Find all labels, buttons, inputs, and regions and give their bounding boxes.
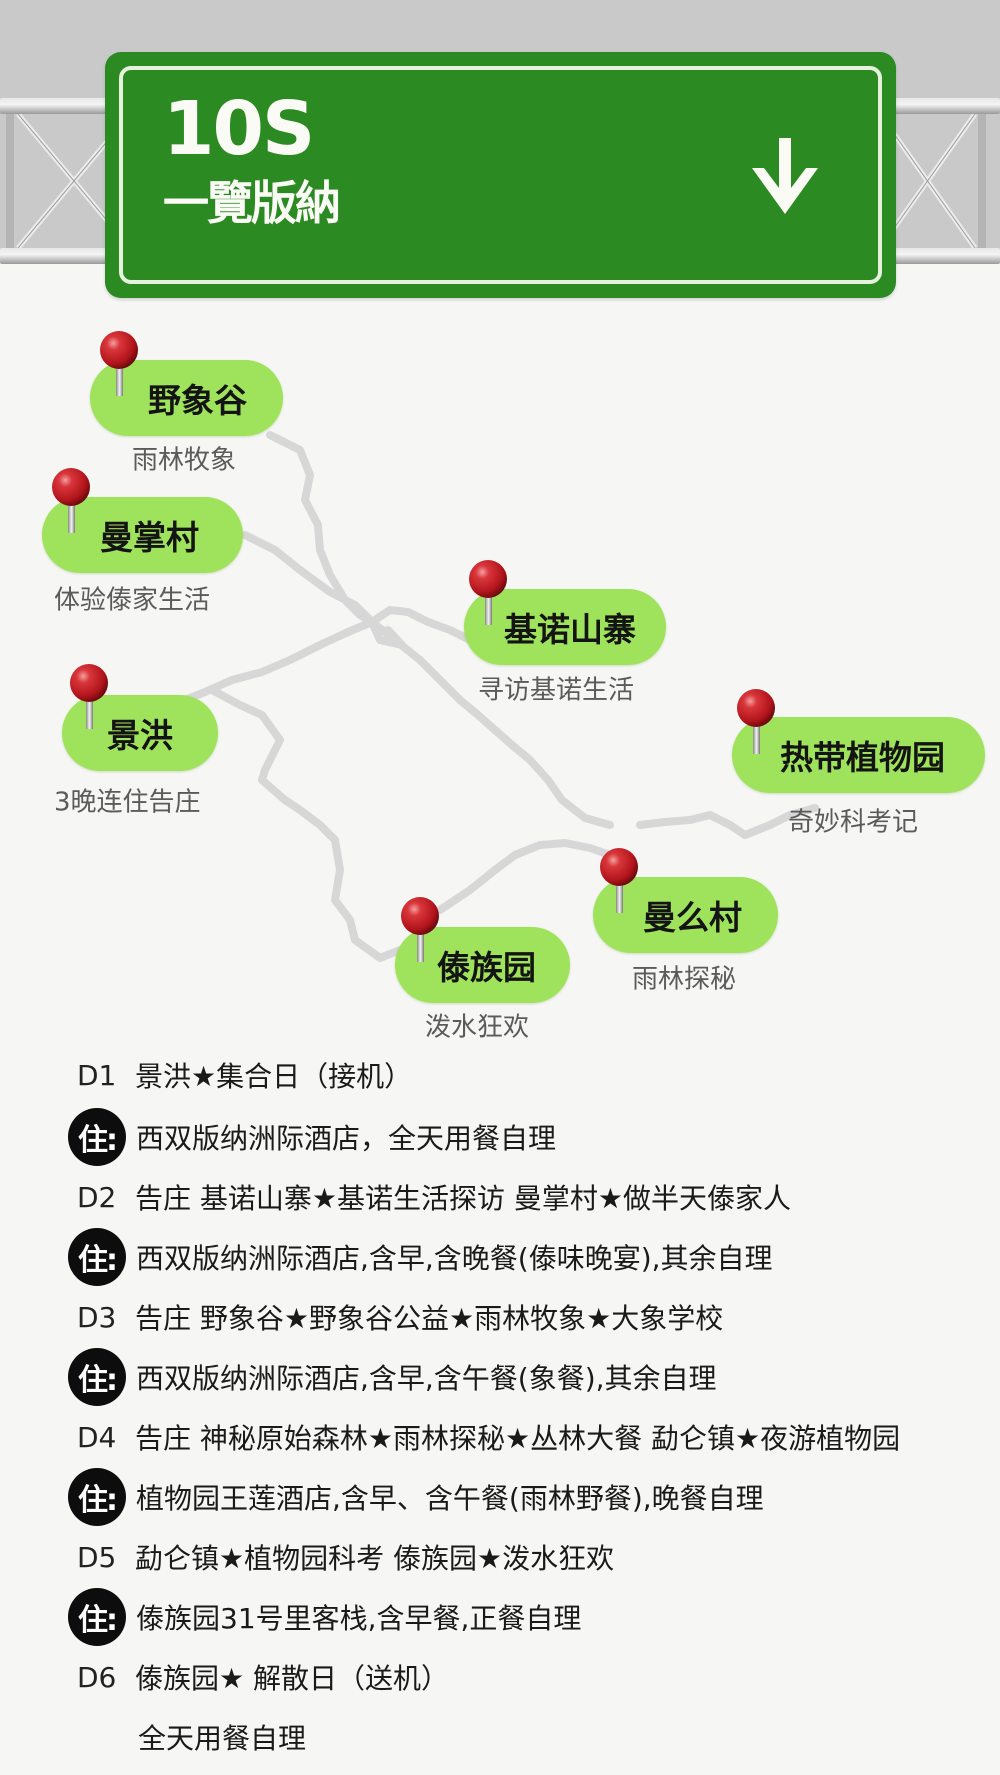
itinerary-stay-4: 住: 植物园王莲酒店,含早、含午餐(雨林野餐),晚餐自理 [0, 1467, 764, 1527]
location-subtitle: 3晚连住告庄 [54, 787, 201, 818]
map-location-redaizhiwuyuan[interactable]: 热带植物园 [732, 717, 985, 793]
itinerary-stay-1: 住: 西双版纳洲际酒店，全天用餐自理 [0, 1107, 556, 1167]
itinerary-day-5: D5 勐仑镇★植物园科考 傣族园★泼水狂欢 [0, 1527, 614, 1587]
day-label: D3 [77, 1300, 117, 1334]
sign-subtitle: 一覽版納 [163, 176, 341, 230]
arrow-down-icon [752, 138, 818, 214]
location-name: 基诺山寨 [504, 610, 636, 649]
route-map [0, 300, 1000, 1060]
location-name: 野象谷 [148, 381, 247, 420]
truss-rail-top [880, 98, 1000, 114]
map-location-manmecun[interactable]: 曼么村 [593, 877, 778, 953]
itinerary-stay-5: 住: 傣族园31号里客栈,含早餐,正餐自理 [0, 1587, 581, 1647]
map-pin-icon [401, 897, 439, 962]
map-location-daizuyuan[interactable]: 傣族园 [395, 927, 570, 1003]
truss-left [0, 98, 130, 264]
location-subtitle: 泼水狂欢 [425, 1012, 530, 1043]
itinerary-stay-2: 住: 西双版纳洲际酒店,含早,含晚餐(傣味晚宴),其余自理 [0, 1227, 773, 1287]
stay-details: 植物园王莲酒店,含早、含午餐(雨林野餐),晚餐自理 [136, 1482, 764, 1515]
stay-badge: 住: [68, 1228, 126, 1286]
day-activities: 勐仑镇★植物园科考 傣族园★泼水狂欢 [135, 1542, 615, 1575]
sign-title: 10S [163, 86, 315, 172]
stay-details: 西双版纳洲际酒店,含早,含晚餐(傣味晚宴),其余自理 [136, 1242, 773, 1275]
day-activities: 告庄 神秘原始森林★雨林探秘★丛林大餐 勐仑镇★夜游植物园 [135, 1422, 901, 1455]
truss-rail-bottom [0, 248, 130, 264]
map-pin-icon [469, 560, 507, 625]
stay-badge: 住: [68, 1348, 126, 1406]
location-subtitle: 体验傣家生活 [54, 585, 211, 616]
stay-details: 西双版纳洲际酒店，全天用餐自理 [136, 1122, 557, 1155]
day-label: D2 [77, 1180, 117, 1214]
map-pin-icon [100, 331, 138, 396]
stay-details: 傣族园31号里客栈,含早餐,正餐自理 [136, 1602, 582, 1635]
road-sign-header: 10S 一覽版納 [105, 52, 896, 298]
day-label: D4 [77, 1420, 117, 1454]
day-label: D6 [77, 1660, 117, 1694]
itinerary-day-4: D4 告庄 神秘原始森林★雨林探秘★丛林大餐 勐仑镇★夜游植物园 [0, 1407, 900, 1467]
location-subtitle: 雨林牧象 [132, 445, 237, 476]
truss-bracing-icon [880, 114, 986, 248]
location-subtitle: 奇妙科考记 [788, 807, 919, 838]
day-activities: 告庄 基诺山寨★基诺生活探访 曼掌村★做半天傣家人 [135, 1182, 792, 1215]
map-pin-icon [737, 689, 775, 754]
day-activities: 傣族园★ 解散日（送机） [135, 1662, 450, 1695]
location-name: 曼么村 [643, 898, 742, 937]
day-activities: 景洪★集合日（接机） [135, 1060, 413, 1093]
location-name: 景洪 [107, 716, 173, 755]
stay-badge: 住: [68, 1468, 126, 1526]
truss-right [880, 98, 1000, 264]
itinerary-day-6: D6 傣族园★ 解散日（送机） [0, 1647, 449, 1707]
stay-badge: 住: [68, 1108, 126, 1166]
map-location-jinuoshanzhai[interactable]: 基诺山寨 [464, 589, 666, 665]
location-name: 傣族园 [437, 948, 536, 987]
truss-rail-top [0, 98, 130, 114]
truss-rail-bottom [880, 248, 1000, 264]
location-subtitle: 雨林探秘 [632, 964, 737, 995]
map-location-manzhangcun[interactable]: 曼掌村 [42, 497, 243, 573]
road-sign-border [119, 66, 882, 284]
location-name: 曼掌村 [100, 518, 199, 557]
day-activities: 告庄 野象谷★野象谷公益★雨林牧象★大象学校 [135, 1302, 724, 1335]
map-pin-icon [52, 468, 90, 533]
itinerary-day-3: D3 告庄 野象谷★野象谷公益★雨林牧象★大象学校 [0, 1287, 723, 1347]
location-subtitle: 寻访基诺生活 [478, 675, 635, 706]
meal-note: 全天用餐自理 [138, 1722, 307, 1755]
map-pin-icon [70, 664, 108, 729]
itinerary-note-6: 全天用餐自理 [0, 1707, 306, 1767]
itinerary-day-2: D2 告庄 基诺山寨★基诺生活探访 曼掌村★做半天傣家人 [0, 1167, 791, 1227]
itinerary-stay-3: 住: 西双版纳洲际酒店,含早,含午餐(象餐),其余自理 [0, 1347, 717, 1407]
stay-badge: 住: [68, 1588, 126, 1646]
day-label: D1 [77, 1058, 117, 1092]
location-name: 热带植物园 [780, 738, 945, 777]
stay-details: 西双版纳洲际酒店,含早,含午餐(象餐),其余自理 [136, 1362, 717, 1395]
road-network [176, 431, 819, 962]
map-pin-icon [600, 848, 638, 913]
day-label: D5 [77, 1540, 117, 1574]
itinerary-day-1: D1 景洪★集合日（接机） [0, 1045, 412, 1105]
